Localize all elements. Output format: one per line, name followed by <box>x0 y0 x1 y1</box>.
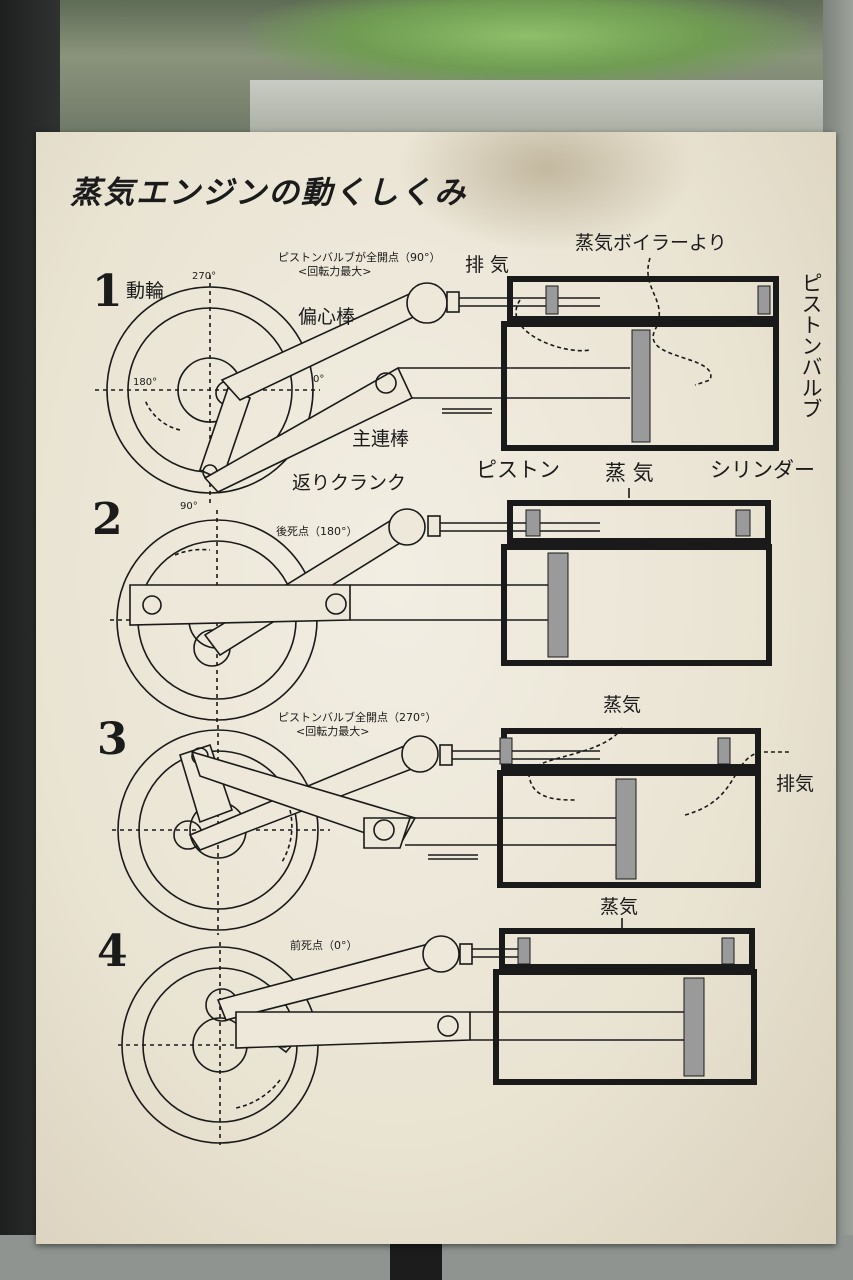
label-main-rod: 主連棒 <box>352 428 410 450</box>
step-2-number: 2 <box>92 494 123 545</box>
label-steam-1: 蒸 気 <box>605 461 654 485</box>
step1-crosshead-pin <box>375 372 397 394</box>
step4-valve-joint <box>422 935 460 973</box>
step-4-number: 4 <box>97 926 128 977</box>
step2-valve-chest <box>507 500 771 544</box>
step2-valve-joint <box>388 508 426 546</box>
step-4-diagram <box>118 918 757 1145</box>
label-steam-4: 蒸気 <box>600 896 639 918</box>
label-return-crank: 返りクランク <box>292 472 407 494</box>
step-2-diagram <box>110 488 772 725</box>
label-driving-wheel: 動輪 <box>126 280 165 302</box>
background-greenery <box>250 0 810 90</box>
step1-valve-joint <box>406 282 448 324</box>
step2-main-rod <box>129 584 351 626</box>
label-steam-3: 蒸気 <box>603 694 642 716</box>
step4-main-rod <box>235 1011 471 1049</box>
label-exhaust-3: 排気 <box>776 773 815 795</box>
step4-cylinder <box>493 969 757 1085</box>
step-1-diagram <box>95 257 779 505</box>
step-4-note-line1: 前死点（0°） <box>290 939 358 952</box>
label-from-boiler: 蒸気ボイラーより <box>575 232 727 254</box>
step-3-diagram <box>112 725 790 935</box>
angle-90: 90° <box>180 501 198 512</box>
step4-valve-chest <box>499 928 755 970</box>
step1-cylinder <box>501 321 779 451</box>
step-1-note-line1: ピストンバルブが全開点（90°） <box>278 251 441 264</box>
angle-180: 180° <box>133 377 158 388</box>
step1-valve-chest <box>507 276 779 322</box>
step3-valve-joint <box>401 735 439 773</box>
step3-cylinder <box>497 770 761 888</box>
step-1-number: 1 <box>92 266 123 317</box>
label-eccentric-rod: 偏心棒 <box>298 306 356 328</box>
board-stain <box>396 132 696 252</box>
step-3-number: 3 <box>97 714 128 765</box>
sign-title: 蒸気エンジンの動くしくみ <box>70 175 468 211</box>
label-piston-valve: ピストンバルブ <box>799 272 823 419</box>
label-exhaust-1: 排 気 <box>465 254 510 276</box>
label-cylinder: シリンダー <box>710 458 815 482</box>
background-road <box>250 80 850 140</box>
angle-270: 270° <box>192 271 217 282</box>
step2-cylinder <box>501 544 772 666</box>
step4-eccentric-rod <box>216 941 443 1021</box>
angle-0: 0° <box>313 374 325 385</box>
label-piston: ピストン <box>476 458 560 482</box>
step-3-note-line1: ピストンバルブ全開点（270°） <box>278 711 437 724</box>
step3-driving-wheel-outer <box>117 729 319 931</box>
step-1-note-line2: <回転力最大> <box>298 265 372 278</box>
step-3-note-line2: <回転力最大> <box>296 725 370 738</box>
step-2-note-line1: 後死点（180°） <box>276 525 358 538</box>
